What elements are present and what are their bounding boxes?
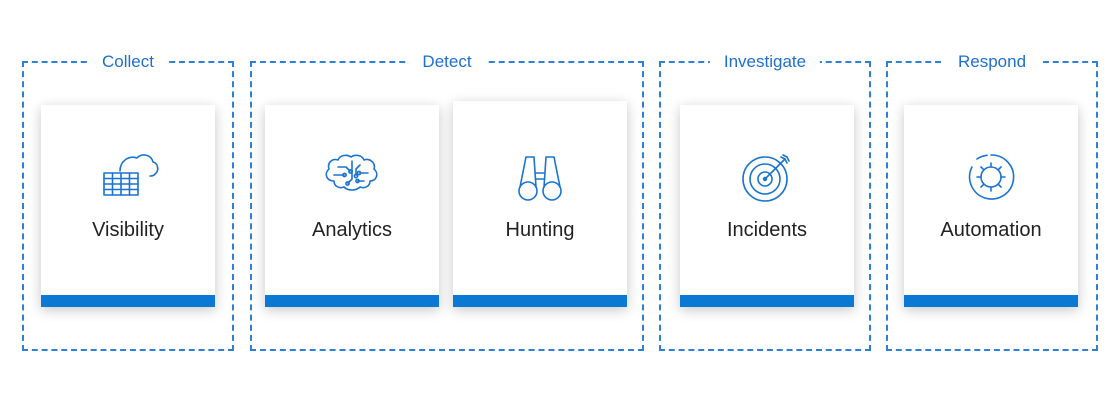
brain-circuit-icon [320,145,384,209]
group-detect: Detect [250,51,644,351]
group-respond: Respond [886,51,1098,351]
group-investigate: Investigate [659,51,871,351]
card-analytics: Analytics [265,105,439,307]
group-label-respond: Respond [943,51,1041,73]
target-arrow-icon [735,145,799,209]
card-accent-bar [904,295,1078,307]
card-accent-bar [453,295,627,307]
card-accent-bar [41,295,215,307]
card-hunting: Hunting [453,101,627,307]
gear-cycle-icon [959,145,1023,209]
cloud-table-icon [96,145,160,209]
card-incidents: Incidents [680,105,854,307]
group-label-collect: Collect [88,51,168,73]
card-label-automation: Automation [940,219,1042,241]
group-label-investigate: Investigate [709,51,821,73]
group-label-detect: Detect [408,51,486,73]
card-visibility: Visibility [41,105,215,307]
card-accent-bar [265,295,439,307]
card-label-hunting: Hunting [505,219,575,241]
binoculars-icon [508,145,572,209]
card-accent-bar [680,295,854,307]
card-label-visibility: Visibility [92,219,164,241]
card-label-analytics: Analytics [311,219,393,241]
card-automation: Automation [904,105,1078,307]
group-collect: Collect [22,51,234,351]
card-label-incidents: Incidents [726,219,808,241]
